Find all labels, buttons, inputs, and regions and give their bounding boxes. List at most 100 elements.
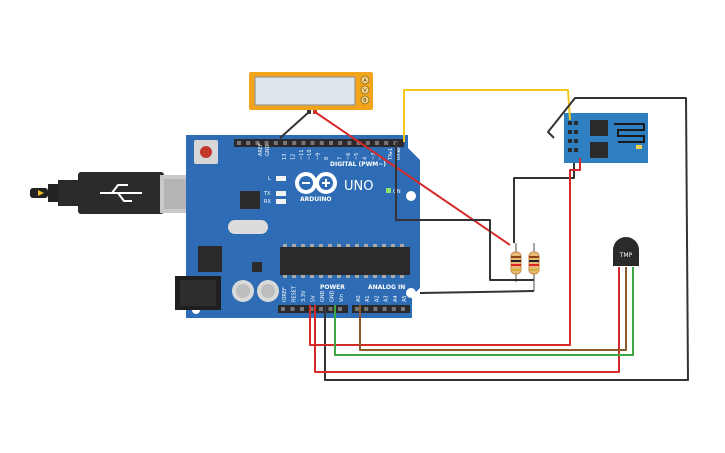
- lcd-display[interactable]: AVB: [249, 72, 373, 114]
- esp8266-module[interactable]: [564, 113, 648, 163]
- chip-pin: [364, 244, 368, 247]
- power-pin-label: RESET: [292, 285, 298, 302]
- digital-pin-label: RX◂0: [396, 147, 402, 160]
- wire-brown[interactable]: [359, 267, 627, 351]
- header-pin: [328, 307, 333, 311]
- led-rx-label: RX: [264, 199, 271, 205]
- wire-black-lcd[interactable]: [279, 111, 310, 139]
- chip-pin: [373, 275, 377, 278]
- led-rx: [276, 199, 286, 204]
- wire-black-esp-mid[interactable]: [513, 163, 575, 243]
- esp-pin: [568, 139, 572, 143]
- chip-pin: [391, 244, 395, 247]
- header-pin: [329, 141, 333, 145]
- header-pin: [373, 307, 378, 311]
- usb-symbol-icon: [100, 184, 142, 202]
- crystal: [228, 220, 268, 234]
- digital-pin-label: 7: [337, 157, 343, 160]
- digital-pin-label: ~11: [299, 149, 305, 160]
- wire-black-ground[interactable]: [419, 290, 535, 294]
- header-pin: [255, 141, 260, 145]
- brand-text: ARDUINO: [300, 196, 331, 203]
- header-pin: [292, 141, 297, 145]
- esp-led: [636, 145, 642, 149]
- header-pin: [300, 307, 304, 311]
- digital-pin-label: ~10: [307, 149, 313, 160]
- chip-pin: [355, 275, 359, 278]
- wire-green[interactable]: [334, 267, 634, 356]
- chip-pin: [337, 244, 341, 247]
- model-text: UNO: [344, 179, 373, 194]
- power-jack-inner: [180, 280, 216, 306]
- header-pin: [382, 307, 387, 311]
- wire-yellow[interactable]: [403, 89, 571, 142]
- header-pin: [347, 141, 352, 145]
- chip-pin: [400, 244, 404, 247]
- led-tx-label: TX: [263, 191, 271, 197]
- digital-pin-label: 13: [282, 154, 288, 160]
- resistor-2[interactable]: [528, 243, 540, 291]
- header-pin: [309, 307, 314, 311]
- power-pin-label: GND: [320, 290, 326, 302]
- usb-cable-sleeve: [58, 180, 78, 206]
- esp-flash-chip: [590, 142, 608, 158]
- led-l-label: L: [268, 176, 271, 182]
- digital-header-pins: [237, 141, 398, 145]
- digital-pin-label: TX▸1: [388, 148, 394, 161]
- usb-chip: [240, 191, 260, 209]
- chip-pin: [283, 244, 287, 247]
- header-pin: [264, 141, 269, 145]
- lcd-button[interactable]: [360, 75, 370, 85]
- chip-pin: [310, 244, 314, 247]
- esp-antenna-icon: [614, 123, 645, 143]
- mounting-hole: [406, 191, 416, 201]
- chip-pin: [355, 244, 359, 247]
- chip-pin: [328, 244, 332, 247]
- wire-black-esp[interactable]: [324, 97, 689, 381]
- digital-label: DIGITAL (PWM~): [330, 161, 386, 168]
- esp-pin: [574, 121, 578, 125]
- header-pin: [319, 307, 323, 311]
- usb-cable-ring: [48, 184, 58, 202]
- digital-pin-label: 12: [290, 154, 296, 160]
- reset-button-cap[interactable]: [200, 146, 212, 158]
- esp-pin: [574, 130, 578, 134]
- voltage-regulator: [198, 246, 222, 272]
- header-pin: [365, 141, 370, 145]
- lcd-button[interactable]: [360, 85, 370, 95]
- header-pin: [290, 307, 295, 311]
- analog-pin-label: A5: [402, 295, 408, 302]
- header-pin: [237, 141, 241, 145]
- wire-black-res[interactable]: [395, 142, 534, 281]
- resistor-1[interactable]: [510, 243, 522, 282]
- wire-red-lcd[interactable]: [314, 111, 511, 246]
- chip-pin: [310, 275, 314, 278]
- power-pin-label: GND: [330, 290, 336, 302]
- tmp-sensor[interactable]: TMP: [613, 237, 639, 266]
- digital-header: [234, 139, 404, 147]
- header-pin: [301, 141, 306, 145]
- esp-pin: [574, 148, 578, 152]
- wire-red-tmp[interactable]: [314, 267, 620, 373]
- chip-pin: [283, 275, 287, 278]
- header-pin: [273, 141, 278, 145]
- wire-red-esp[interactable]: [309, 158, 581, 346]
- esp-chip: [590, 120, 608, 136]
- chip-pin: [319, 275, 323, 278]
- digital-pin-label: ~6: [346, 153, 352, 160]
- arduino-logo-icon: [295, 172, 337, 194]
- lcd-button[interactable]: [360, 95, 370, 105]
- header-pin: [283, 141, 287, 145]
- header-pin: [364, 307, 369, 311]
- power-pin-label: 5V: [311, 295, 317, 302]
- led-tx: [276, 191, 286, 196]
- esp-pin: [568, 130, 572, 134]
- capacitor-top: [261, 284, 275, 298]
- header-pin: [384, 141, 389, 145]
- header-pin: [246, 141, 251, 145]
- chip-pin: [337, 275, 341, 278]
- header-pin: [356, 141, 361, 145]
- analog-pin-label: A0: [356, 295, 362, 302]
